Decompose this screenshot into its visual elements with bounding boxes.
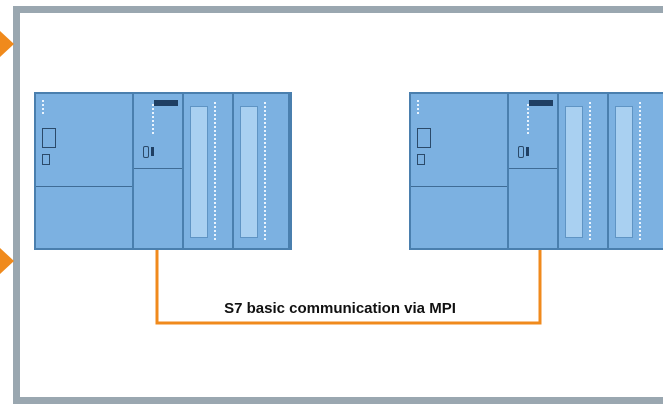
connection-label: S7 basic communication via MPI <box>224 300 456 317</box>
power-supply-module <box>36 94 132 248</box>
plc-station-right <box>409 92 663 250</box>
io-module-1 <box>184 94 232 248</box>
key-switch-icon <box>518 146 524 158</box>
key-switch-icon <box>143 146 149 158</box>
terminal-icon <box>42 154 50 165</box>
switch-icon <box>42 128 56 148</box>
io-module-2 <box>234 94 288 248</box>
flow-marker-top <box>0 31 14 57</box>
terminal-icon <box>417 154 425 165</box>
cpu-module <box>509 94 557 248</box>
power-supply-module <box>411 94 507 248</box>
io-module-1 <box>559 94 607 248</box>
switch-icon <box>417 128 431 148</box>
flow-marker-bottom <box>0 248 14 274</box>
diagram-frame <box>13 6 663 404</box>
plc-station-left <box>34 92 292 250</box>
cpu-module <box>134 94 182 248</box>
io-module-2 <box>609 94 663 248</box>
